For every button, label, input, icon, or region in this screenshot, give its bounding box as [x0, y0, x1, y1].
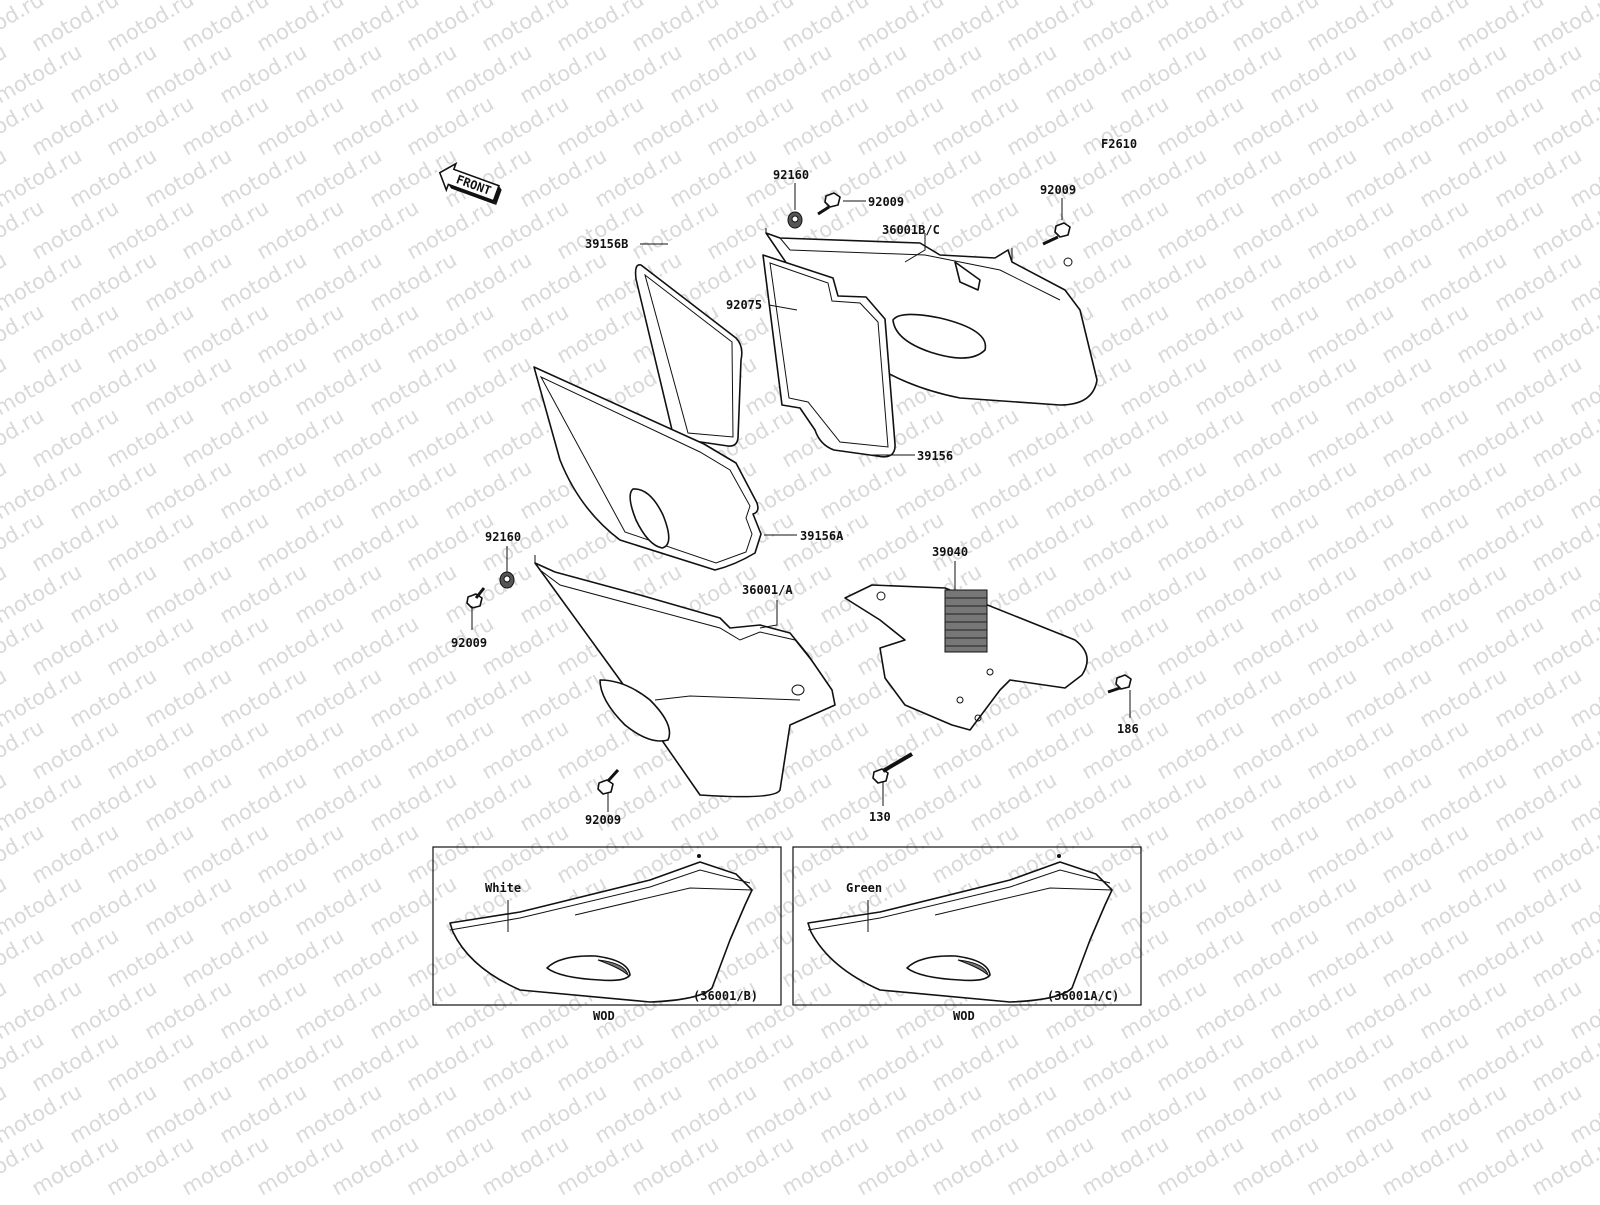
inset-right-color: Green	[846, 881, 882, 895]
label-39156A: 39156A	[800, 529, 844, 543]
label-36001A: 36001/A	[742, 583, 793, 597]
label-92009-top-a: 92009	[868, 195, 904, 209]
label-92160-top: 92160	[773, 168, 809, 182]
inset-right-caption: WOD	[953, 1009, 975, 1023]
grommet-icon	[500, 572, 514, 588]
label-92009-left: 92009	[451, 636, 487, 650]
label-92160-left: 92160	[485, 530, 521, 544]
label-92009-top-b: 92009	[1040, 183, 1076, 197]
label-92075: 92075	[726, 298, 762, 312]
grommet-icon	[788, 212, 802, 228]
label-39156B: 39156B	[585, 237, 628, 251]
label-39040: 39040	[932, 545, 968, 559]
inset-left-part-ref: (36001/B)	[693, 989, 758, 1003]
inset-right: Green (36001A/C) WOD	[793, 847, 1141, 1023]
label-36001BC: 36001B/C	[882, 223, 940, 237]
label-39156: 39156	[917, 449, 953, 463]
inset-left-caption: WOD	[593, 1009, 615, 1023]
label-186: 186	[1117, 722, 1139, 736]
diagram-code: F2610	[1101, 137, 1137, 151]
label-92009-bottom: 92009	[585, 813, 621, 827]
label-130: 130	[869, 810, 891, 824]
inset-right-part-ref: (36001A/C)	[1047, 989, 1119, 1003]
inset-left-color: White	[485, 881, 521, 895]
